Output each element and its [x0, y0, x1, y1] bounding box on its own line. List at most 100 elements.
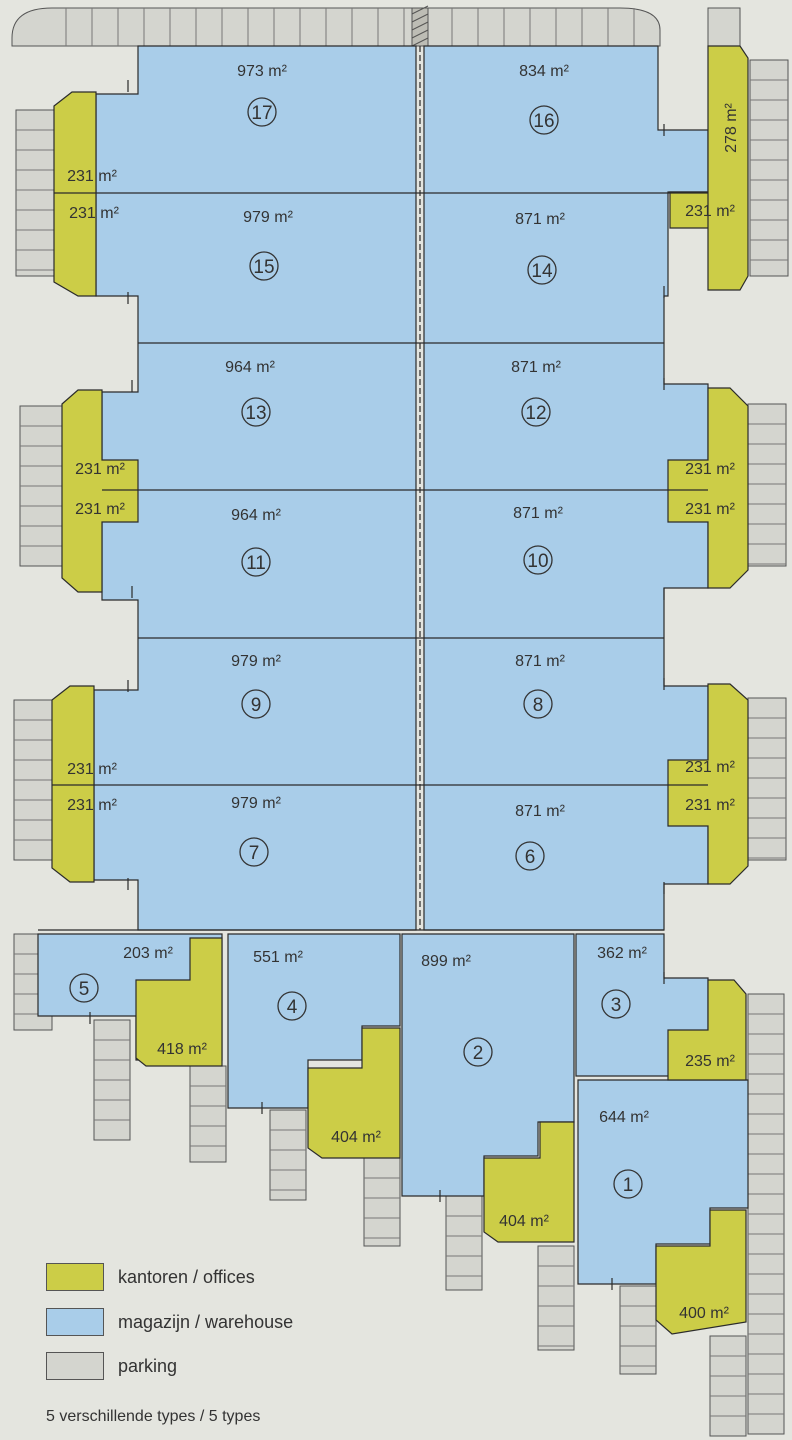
office-units-8-6 — [667, 683, 749, 885]
top-hatch-line — [411, 13, 429, 23]
unit-number-11-circle — [241, 547, 271, 577]
types-note: 5 verschillende types / 5 types — [46, 1408, 261, 1425]
unit-number-5-circle — [69, 973, 99, 1003]
parking-south-1 — [93, 1019, 131, 1141]
warehouse-area-label-15: 979 m² — [243, 209, 293, 226]
unit-number-3-circle — [601, 989, 631, 1019]
top-hatch-line — [411, 29, 429, 39]
office-area-label-1: 400 m² — [679, 1305, 729, 1322]
office-area-label-5: 418 m² — [157, 1041, 207, 1058]
parking-south-6-area — [537, 1245, 575, 1351]
unit-number-4-number: 4 — [287, 997, 298, 1018]
unit-number-10: 10 — [523, 545, 553, 575]
office-area-label-9: 231 m² — [67, 761, 117, 778]
warehouse-area-label-4: 551 m² — [253, 949, 303, 966]
unit-number-14-circle — [527, 255, 557, 285]
office-area-label-14: 231 m² — [685, 203, 735, 220]
unit-number-3-number: 3 — [611, 995, 622, 1016]
top-parking-strip — [11, 7, 421, 47]
legend-label-warehouse: magazijn / warehouse — [118, 1311, 294, 1332]
office-area-label-8: 231 m² — [685, 759, 735, 776]
unit-number-17: 17 — [247, 97, 277, 127]
office-area-label-2: 404 m² — [499, 1213, 549, 1230]
unit-number-17-circle — [247, 97, 277, 127]
unit-number-12: 12 — [521, 397, 551, 427]
warehouse-area-label-8: 871 m² — [515, 653, 565, 670]
parking-south-5 — [445, 1195, 483, 1291]
warehouse-area-label-17: 973 m² — [237, 63, 287, 80]
warehouse-area-label-14: 871 m² — [515, 211, 565, 228]
office-units-16-14 — [669, 45, 749, 291]
unit-number-16: 16 — [529, 105, 559, 135]
parking-south-5-area — [445, 1195, 483, 1291]
unit-number-7: 7 — [239, 837, 269, 867]
unit-number-8-circle — [523, 689, 553, 719]
warehouse-area-label-10: 871 m² — [513, 505, 563, 522]
parking-east-3-area — [747, 697, 787, 861]
legend-item-warehouse: magazijn / warehouse — [46, 1307, 293, 1337]
unit-number-11-number: 11 — [246, 553, 266, 574]
parking-southeast-area — [709, 1335, 747, 1437]
unit-number-1: 1 — [613, 1169, 643, 1199]
unit-number-10-circle — [523, 545, 553, 575]
office-area-label-13: 231 m² — [75, 461, 125, 478]
legend-swatch-warehouse — [46, 1308, 104, 1336]
unit-number-9-number: 9 — [251, 695, 262, 716]
warehouse-area-label-9: 979 m² — [231, 653, 281, 670]
parking-areas — [11, 5, 789, 1437]
unit-number-15-circle — [249, 251, 279, 281]
parking-east-long — [747, 993, 785, 1435]
unit-number-13-number: 13 — [245, 403, 266, 424]
office-unit-5 — [135, 937, 223, 1067]
warehouse-area-label-11: 964 m² — [231, 507, 281, 524]
office-area-label-11: 231 m² — [75, 501, 125, 518]
unit-number-15: 15 — [249, 251, 279, 281]
office-area-label-4: 404 m² — [331, 1129, 381, 1146]
parking-south-2-area — [189, 1065, 227, 1163]
office-units-13-11 — [61, 389, 139, 593]
parking-south-2 — [189, 1065, 227, 1163]
office-units-9-7 — [51, 685, 95, 883]
unit-number-8: 8 — [523, 689, 553, 719]
unit-number-14: 14 — [527, 255, 557, 285]
warehouse-area-label-3: 362 m² — [597, 945, 647, 962]
unit-number-11: 11 — [241, 547, 271, 577]
unit-number-17-number: 17 — [251, 103, 272, 124]
top-right-parking-corner — [707, 7, 741, 47]
unit-number-2: 2 — [463, 1037, 493, 1067]
warehouse-area-label-16: 834 m² — [519, 63, 569, 80]
unit-number-4: 4 — [277, 991, 307, 1021]
office-area-label-7: 231 m² — [67, 797, 117, 814]
warehouse-area-label-2: 899 m² — [421, 953, 471, 970]
parking-west-2 — [19, 405, 63, 567]
unit-number-12-number: 12 — [525, 403, 546, 424]
unit-number-8-number: 8 — [533, 695, 544, 716]
unit-number-13-circle — [241, 397, 271, 427]
unit-number-7-number: 7 — [249, 843, 260, 864]
parking-east-2-area — [747, 403, 787, 567]
office-area-label-16: 278 m² — [723, 102, 740, 152]
warehouse-unit-2 — [401, 933, 575, 1197]
division-lines — [38, 46, 708, 1290]
top-hatch-line — [411, 5, 429, 15]
warehouse-area-label-13: 964 m² — [225, 359, 275, 376]
legend-label-offices: kantoren / offices — [118, 1266, 255, 1287]
unit-number-1-number: 1 — [623, 1175, 634, 1196]
unit-number-6: 6 — [515, 841, 545, 871]
parking-southeast — [709, 1335, 747, 1437]
legend-label-parking: parking — [118, 1355, 178, 1376]
parking-east-2 — [747, 403, 787, 567]
parking-south-7 — [619, 1285, 657, 1375]
parking-east-3 — [747, 697, 787, 861]
office-units-17-15 — [53, 91, 97, 297]
unit-number-10-number: 10 — [527, 551, 548, 572]
warehouse-area-label-7: 979 m² — [231, 795, 281, 812]
unit-number-12-circle — [521, 397, 551, 427]
parking-south-3 — [269, 1109, 307, 1201]
top-right-parking-strip — [427, 7, 661, 47]
unit-number-16-number: 16 — [533, 111, 554, 132]
parking-south-3-area — [269, 1109, 307, 1201]
office-units-12-10 — [667, 387, 749, 589]
